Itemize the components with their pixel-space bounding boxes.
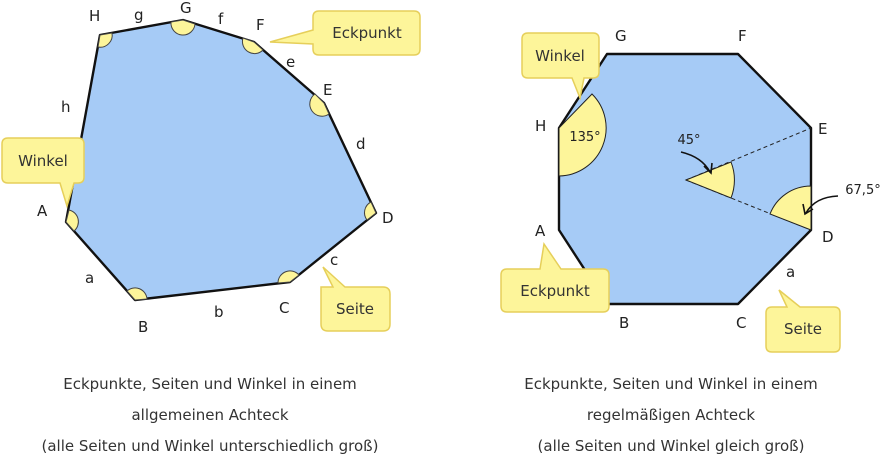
- angle-marker-f: [241, 37, 264, 55]
- general-side-callout-text: Seite: [336, 300, 374, 318]
- vertex-label-d: D: [382, 209, 394, 227]
- side-label-g: g: [134, 6, 144, 24]
- angle-marker-h: [97, 32, 113, 48]
- side-label-h: h: [61, 98, 71, 116]
- vertex-label-a: A: [37, 202, 48, 220]
- regular-vertex-label-h: H: [535, 117, 546, 135]
- angle-marker-d: [364, 201, 377, 221]
- angle-marker-e: [309, 93, 330, 117]
- caption-line-2: allgemeinen Achteck: [131, 406, 289, 424]
- side-label-c: c: [330, 251, 338, 269]
- central-angle-label: 45°: [677, 133, 700, 148]
- regular-vertex-label-e: E: [818, 120, 827, 138]
- caption-line-2: regelmäßigen Achteck: [586, 406, 756, 424]
- interior-angle-label: 135°: [569, 130, 600, 145]
- general-side-callout: Seite: [320, 266, 391, 332]
- angle-marker-c: [277, 270, 300, 284]
- side-label-b: b: [214, 303, 224, 321]
- general-octagon-figure: A B C D E F G H a b c d e f g h Winkel E…: [1, 0, 421, 336]
- general-angle-callout-text: Winkel: [18, 152, 68, 170]
- caption-line-3: (alle Seiten und Winkel unterschiedlich …: [41, 437, 379, 455]
- regular-octagon-caption: Eckpunkte, Seiten und Winkel in einem re…: [461, 369, 881, 462]
- regular-vertex-callout: Eckpunkt: [500, 242, 610, 313]
- interior-angle-h: [558, 93, 607, 177]
- side-label-d: d: [356, 135, 366, 153]
- angle-marker-b: [126, 287, 148, 301]
- regular-vertex-label-c: C: [736, 314, 746, 332]
- angle-pointer-arrows: [680, 151, 839, 216]
- regular-vertex-label-d: D: [822, 228, 834, 246]
- base-angle-d: [769, 185, 812, 231]
- vertex-label-g: G: [180, 0, 192, 17]
- general-angle-callout: Winkel: [1, 137, 85, 209]
- vertex-label-b: B: [138, 318, 148, 336]
- regular-angle-callout: Winkel: [521, 32, 600, 101]
- regular-vertex-label-b: B: [619, 314, 629, 332]
- base-angle-label: 67,5°: [845, 183, 880, 198]
- regular-octagon-figure: 135° 45° 67,5° A B C D E F G H a Winkel …: [500, 27, 881, 353]
- regular-octagon: [557, 52, 813, 306]
- vertex-label-c: C: [279, 299, 289, 317]
- caption-line-1: Eckpunkte, Seiten und Winkel in einem: [524, 375, 818, 393]
- caption-line-1: Eckpunkte, Seiten und Winkel in einem: [63, 375, 357, 393]
- regular-angle-callout-text: Winkel: [535, 47, 585, 65]
- general-angle-markers: [65, 19, 377, 301]
- angle-marker-g: [170, 19, 196, 36]
- regular-side-callout-text: Seite: [784, 320, 822, 338]
- side-label-a: a: [85, 269, 94, 287]
- side-label-e: e: [286, 53, 295, 71]
- vertex-label-f: F: [256, 16, 265, 34]
- regular-side-callout: Seite: [765, 289, 841, 353]
- central-angle-sector: [684, 161, 735, 199]
- regular-side-label-a: a: [786, 263, 795, 281]
- vertex-label-h: H: [89, 7, 100, 25]
- base-angle-arrow: [805, 195, 839, 214]
- regular-vertex-label-g: G: [615, 27, 627, 45]
- caption-line-3: (alle Seiten und Winkel gleich groß): [537, 437, 805, 455]
- vertex-label-e: E: [323, 81, 332, 99]
- regular-vertex-label-f: F: [738, 27, 747, 45]
- general-vertex-callout: Eckpunkt: [269, 10, 421, 56]
- general-octagon-caption: Eckpunkte, Seiten und Winkel in einem al…: [0, 369, 420, 462]
- regular-vertex-callout-text: Eckpunkt: [520, 282, 590, 300]
- angle-marker-a: [65, 209, 79, 232]
- regular-vertex-label-a: A: [535, 222, 546, 240]
- side-label-f: f: [218, 10, 224, 28]
- general-vertex-callout-text: Eckpunkt: [332, 24, 402, 42]
